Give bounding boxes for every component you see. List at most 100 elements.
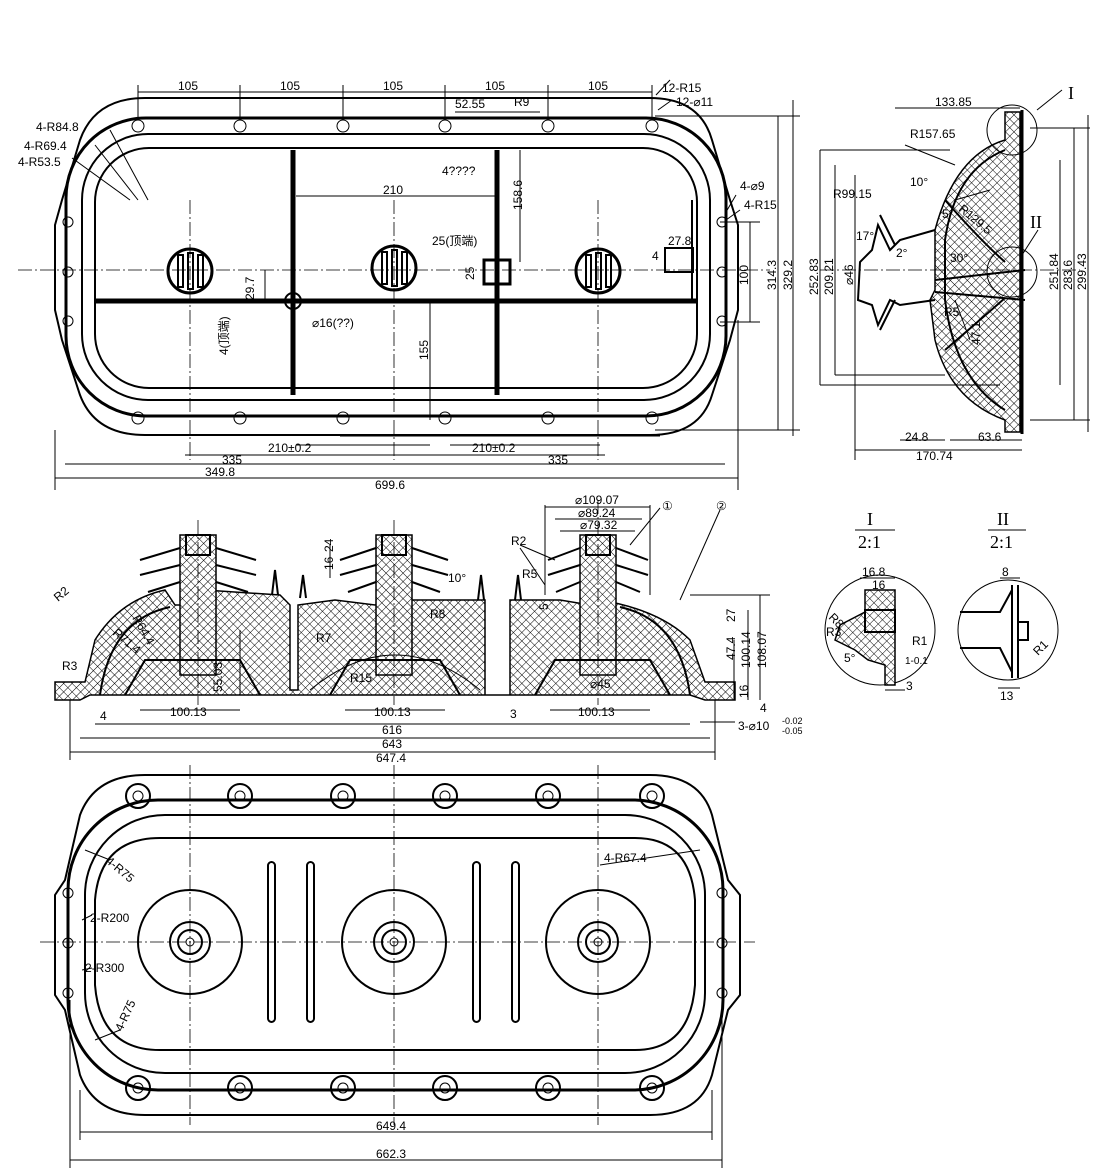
label-2-r200: 2-R200 [90, 911, 130, 925]
label-12-r15: 12-R15 [662, 81, 702, 95]
label-4-r75-top: 4-R75 [103, 854, 137, 886]
angle-10: 10° [910, 175, 928, 189]
side-detail-I-circle [986, 104, 1038, 156]
bottom-side-holes [62, 887, 728, 999]
detail-I-scale: 2:1 [858, 532, 881, 552]
label-r157-65: R157.65 [910, 127, 956, 141]
section-dim-lines [69, 505, 770, 760]
side-shell-inner [944, 149, 1006, 411]
dim-616: 616 [382, 723, 402, 737]
label-r2-top: R2 [511, 534, 527, 548]
dim-27: 27 [724, 608, 738, 622]
dim-299-43: 299.43 [1075, 253, 1089, 290]
dim-55-03: 55.03 [211, 662, 225, 692]
bottom-dim-lines [69, 849, 723, 1168]
dim-4-right: 4 [760, 701, 767, 715]
dim-47-1: 47.1 [969, 321, 983, 345]
top-center-pad [482, 258, 512, 286]
dim-100-13-2: 100.13 [374, 705, 411, 719]
label-r3: R3 [62, 659, 78, 673]
top-view: 105 105 105 105 105 12-R15 12-⌀11 52.55 … [18, 79, 800, 492]
dim-d79-32: ⌀79.32 [580, 518, 618, 532]
bottom-inner-floor [94, 837, 696, 1051]
dim-335-left: 335 [222, 453, 242, 467]
top-bolt-holes [62, 119, 728, 425]
top-bushing-1 [166, 247, 214, 295]
section-cavity-3 [534, 659, 671, 696]
dim-662-3: 662.3 [376, 1147, 406, 1161]
label-2-r300: 2-R300 [85, 961, 125, 975]
label-note-4: 4???? [442, 164, 476, 178]
label-4-r15: 4-R15 [744, 198, 777, 212]
section-cavity-1 [124, 659, 261, 696]
dim-283-6: 283.6 [1061, 260, 1075, 290]
dim-105-2: 105 [280, 79, 300, 93]
label-r2-left: R2 [51, 584, 72, 605]
detail-II-d8: 8 [1002, 565, 1009, 579]
dim-29-7: 29.7 [243, 276, 257, 300]
side-internal-rib [934, 269, 1026, 301]
dim-647-4: 647.4 [376, 751, 406, 765]
dim-47-4: 47.4 [724, 636, 738, 660]
section-view-labels: ⌀109.07 ⌀89.24 ⌀79.32 ① ② R2 R2 R5 16 24… [51, 493, 803, 765]
label-r8: R8 [430, 607, 446, 621]
side-bushing-fin [879, 214, 896, 331]
detail-I-d16: 16 [872, 578, 886, 592]
dim-210-tol-right: 210±0.2 [472, 441, 516, 455]
detail-I-label: I [867, 509, 873, 529]
label-12-d11: 12-⌀11 [676, 95, 713, 109]
top-rib-stub [664, 247, 694, 273]
dim-24-8: 24.8 [905, 430, 929, 444]
dim-329-2: 329.2 [781, 260, 795, 290]
dim-d89-24: ⌀89.24 [578, 506, 616, 520]
dim-251-84: 251.84 [1047, 253, 1061, 290]
dim-105-4: 105 [485, 79, 505, 93]
top-flange-outline [54, 97, 739, 436]
top-dim-lines [54, 79, 800, 490]
section-cavity-2 [329, 659, 461, 696]
label-3-d10: 3-⌀10 [738, 719, 770, 733]
section-bushing-2 [339, 534, 449, 676]
angle-17: 17° [856, 229, 874, 243]
dim-335-right: 335 [548, 453, 568, 467]
label-4-r67-4: 4-R67.4 [604, 851, 647, 865]
label-4-r69-4: 4-R69.4 [24, 139, 67, 153]
angle-2: 2° [896, 246, 908, 260]
label-4-r53-5: 4-R53.5 [18, 155, 61, 169]
mark-I: I [1068, 83, 1074, 103]
callout-2: ② [716, 499, 727, 513]
label-r15: R15 [350, 671, 372, 685]
dim-158-6: 158.6 [511, 180, 525, 210]
detail-I-circle [824, 574, 936, 686]
label-4-r84-8: 4-R84.8 [36, 120, 79, 134]
side-detail-II-circle [986, 246, 1038, 298]
dim-252-83: 252.83 [807, 258, 821, 295]
dim-155: 155 [417, 340, 431, 360]
dim-27-8: 27.8 [668, 234, 692, 248]
dim-133-85: 133.85 [935, 95, 972, 109]
top-bushing-2 [370, 244, 418, 292]
label-4-d9: 4-⌀9 [740, 179, 765, 193]
detail-II-label: II [997, 509, 1009, 529]
label-r99-15: R99.15 [833, 187, 872, 201]
detail-II-profile [960, 585, 1029, 678]
dim-3: 3 [510, 707, 517, 721]
dim-100: 100 [737, 265, 751, 285]
dim-25: 25 [463, 266, 477, 280]
dim-210: 210 [383, 183, 403, 197]
detail-II-scale: 2:1 [990, 532, 1013, 552]
dim-105-3: 105 [383, 79, 403, 93]
callout-1: ① [662, 499, 673, 513]
label-r5: R5 [522, 567, 538, 581]
detail-I-d16-8: 16.8 [862, 565, 886, 579]
label-r7: R7 [316, 631, 332, 645]
side-view: 133.85 I R157.65 10° R99.15 5° R129.5 II… [807, 83, 1090, 463]
dim-4-rib: 4 [652, 249, 659, 263]
detail-I-d3: 3 [906, 679, 913, 693]
tol-lower: -0.05 [782, 726, 803, 736]
dim-4-top: 4(顶端) [217, 316, 231, 355]
label-d16: ⌀16(??) [312, 316, 354, 330]
top-view-labels: 105 105 105 105 105 12-R15 12-⌀11 52.55 … [18, 79, 795, 492]
bottom-inner-wall [84, 814, 706, 1074]
top-inner-wall-inner [81, 133, 711, 401]
